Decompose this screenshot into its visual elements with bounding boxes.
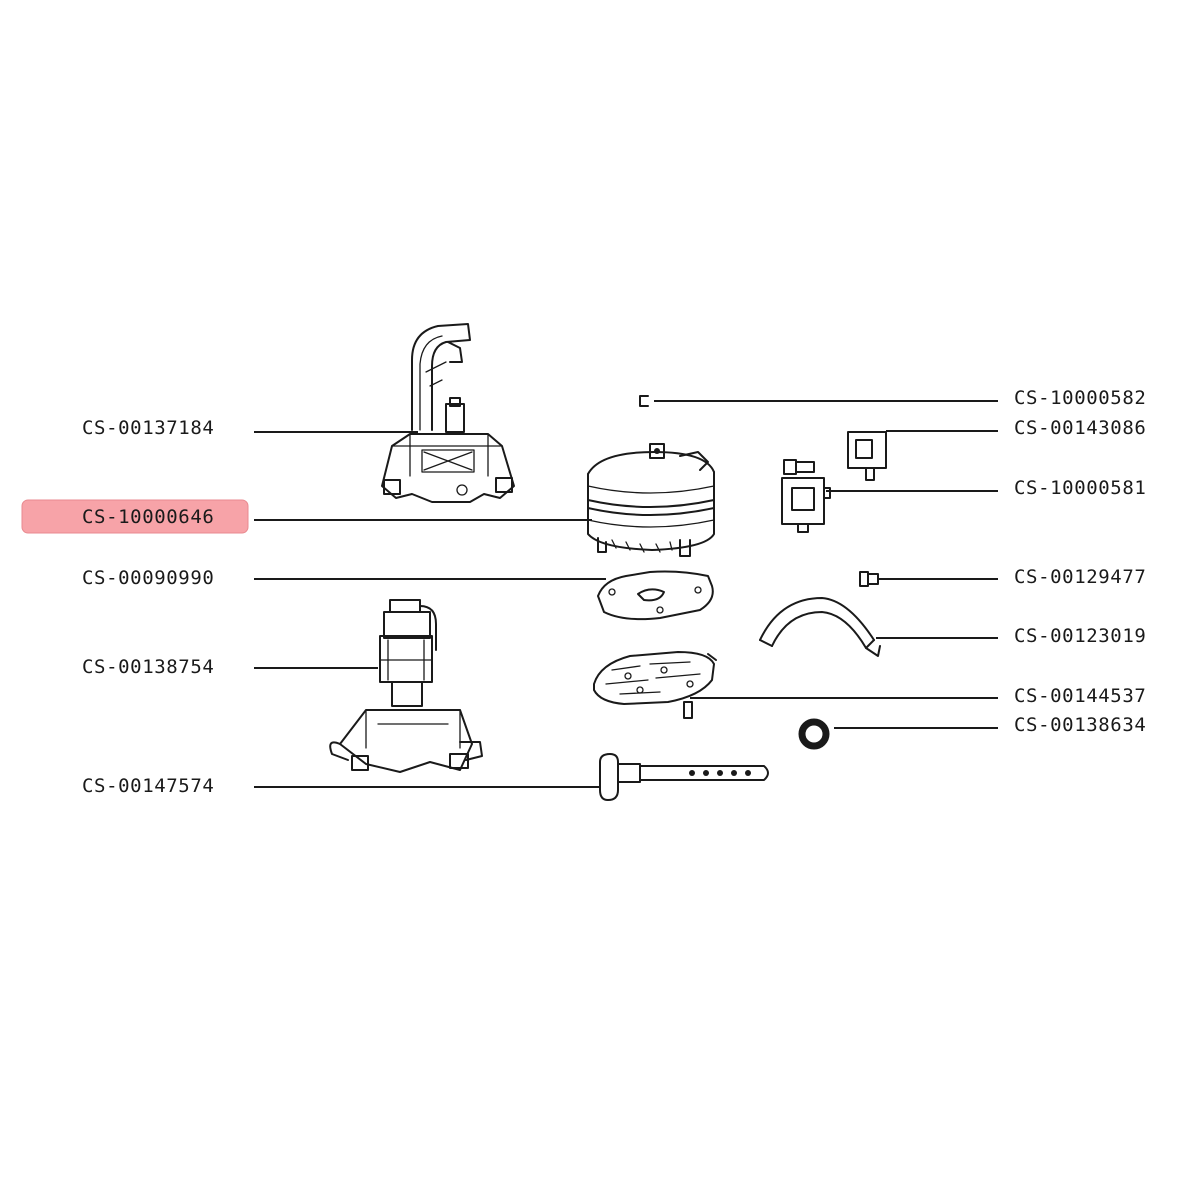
part-label-valve-coil[interactable]: CS-00143086 (1014, 417, 1146, 439)
boiler-illustration (587, 443, 715, 557)
hose-illustration (759, 597, 881, 657)
part-label-pump-assembly[interactable]: CS-00138754 (82, 656, 214, 678)
part-label-clip[interactable]: CS-10000582 (1014, 387, 1146, 409)
valve-coil-illustration (847, 431, 887, 481)
selected-part-highlight (21, 499, 249, 534)
solenoid-valve-illustration (781, 459, 831, 533)
gasket-illustration (597, 570, 714, 621)
part-label-solenoid-valve[interactable]: CS-10000581 (1014, 477, 1146, 499)
part-label-hose[interactable]: CS-00123019 (1014, 625, 1146, 647)
top-assembly-illustration (381, 323, 515, 503)
base-plate-illustration (593, 651, 717, 719)
part-label-boiler[interactable]: CS-10000646 (82, 506, 214, 528)
part-label-o-ring[interactable]: CS-00138634 (1014, 714, 1146, 736)
o-ring-illustration (798, 718, 830, 750)
part-label-gasket[interactable]: CS-00090990 (82, 567, 214, 589)
clip-illustration (639, 395, 649, 407)
heating-probe-illustration (599, 753, 769, 801)
part-label-base-plate[interactable]: CS-00144537 (1014, 685, 1146, 707)
part-label-top-assembly[interactable]: CS-00137184 (82, 417, 214, 439)
part-label-heating-probe[interactable]: CS-00147574 (82, 775, 214, 797)
part-label-connector[interactable]: CS-00129477 (1014, 566, 1146, 588)
connector-illustration (859, 571, 879, 587)
pump-assembly-illustration (329, 599, 483, 773)
